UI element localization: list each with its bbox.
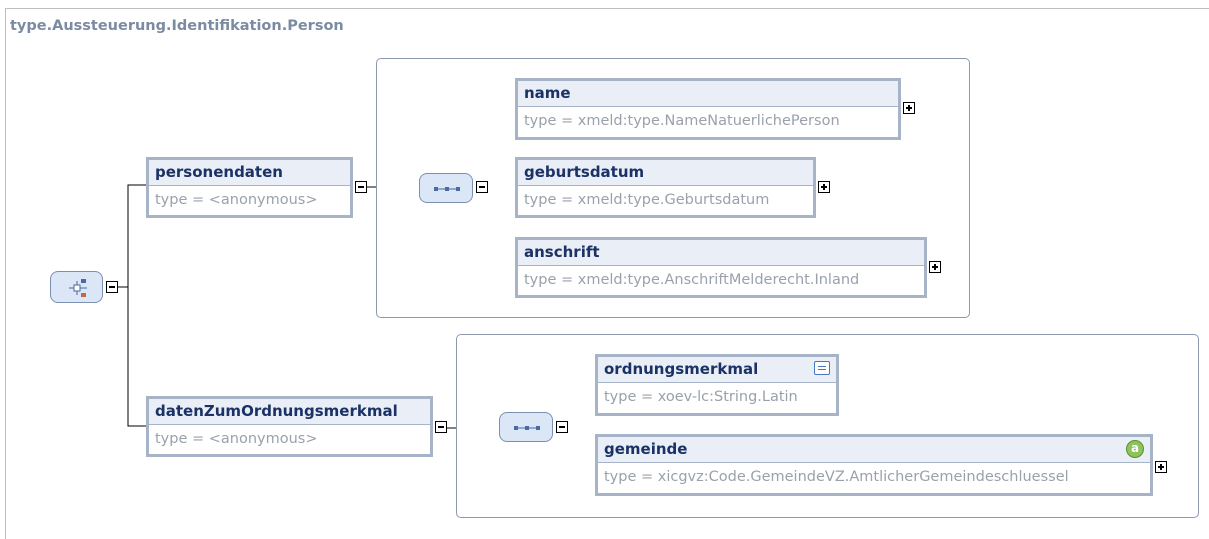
element-name-label: gemeinde a [598, 437, 1150, 463]
expand-toggle-geburtsdatum[interactable] [818, 181, 830, 193]
sequence-icon [69, 279, 87, 297]
element-type: type = <anonymous> [155, 192, 318, 208]
sequence-compositor-personendaten[interactable] [419, 173, 473, 203]
element-datenZumOrdnungsmerkmal[interactable]: datenZumOrdnungsmerkmal type = <anonymou… [146, 396, 433, 457]
element-type: type = xmeld:type.NameNatuerlichePerson [524, 113, 840, 129]
element-name-label: geburtsdatum [518, 160, 813, 186]
element-name-text: ordnungsmerkmal [604, 360, 759, 378]
sequence-icon [514, 426, 540, 430]
expand-toggle-name[interactable] [903, 102, 915, 114]
sequence-compositor-daten[interactable] [499, 412, 553, 442]
element-ordnungsmerkmal[interactable]: ordnungsmerkmal type = xoev-lc:String.La… [595, 354, 839, 416]
element-name: personendaten [149, 160, 350, 186]
element-anschrift[interactable]: anschrift type = xmeld:type.AnschriftMel… [515, 237, 927, 298]
expand-toggle-anschrift[interactable] [929, 261, 941, 273]
element-type: type = xmeld:type.Geburtsdatum [524, 192, 770, 208]
collapse-toggle-personendaten[interactable] [355, 181, 367, 193]
expand-toggle-gemeinde[interactable] [1155, 461, 1167, 473]
diagram-title: type.Aussteuerung.Identifikation.Person [10, 18, 344, 34]
element-type: type = xoev-lc:String.Latin [604, 389, 798, 405]
connector-root-personendaten [117, 184, 148, 288]
element-name-label: anschrift [518, 240, 924, 266]
attribute-icon: a [1126, 440, 1144, 458]
connector-root-daten [127, 287, 148, 427]
element-geburtsdatum[interactable]: geburtsdatum type = xmeld:type.Geburtsda… [515, 157, 816, 218]
element-personendaten[interactable]: personendaten type = <anonymous> [146, 157, 353, 218]
element-name-text: gemeinde [604, 440, 688, 458]
element-name-label: name [518, 81, 898, 107]
root-sequence-compositor[interactable] [50, 271, 103, 303]
element-name-label: ordnungsmerkmal [598, 357, 836, 383]
documentation-icon [814, 361, 830, 375]
element-name[interactable]: name type = xmeld:type.NameNatuerlichePe… [515, 78, 901, 140]
collapse-toggle-sequence-1[interactable] [476, 181, 488, 193]
element-type: type = xmeld:type.AnschriftMelderecht.In… [524, 272, 860, 288]
sequence-icon [434, 187, 460, 191]
element-name: datenZumOrdnungsmerkmal [149, 399, 430, 425]
element-type: type = xicgvz:Code.GemeindeVZ.AmtlicherG… [604, 469, 1069, 485]
element-type: type = <anonymous> [155, 431, 318, 447]
collapse-toggle-datenZumOrdnungsmerkmal[interactable] [435, 421, 447, 433]
element-gemeinde[interactable]: gemeinde a type = xicgvz:Code.GemeindeVZ… [595, 434, 1153, 496]
diagram-frame [5, 8, 1209, 539]
collapse-toggle-root[interactable] [106, 281, 118, 293]
collapse-toggle-sequence-2[interactable] [556, 421, 568, 433]
